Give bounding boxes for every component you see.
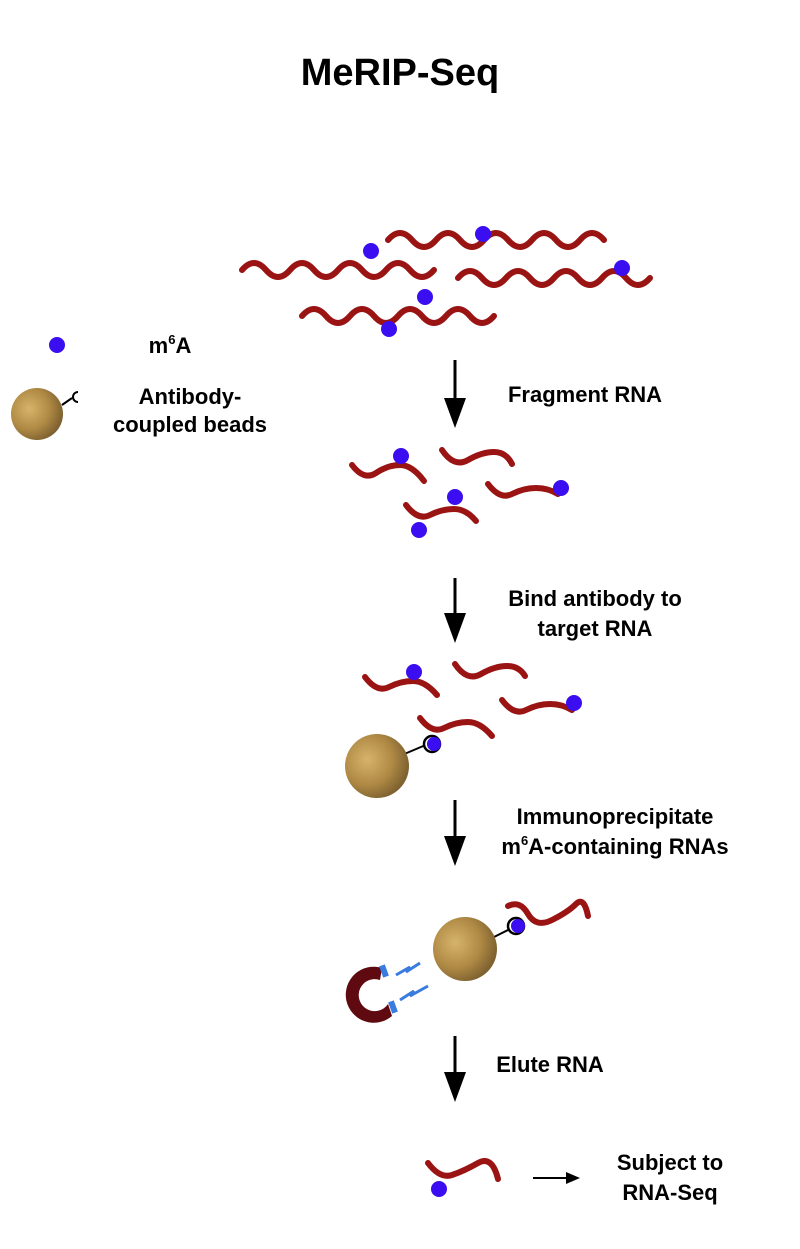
rna-fragment <box>505 898 591 926</box>
fragmented-rna-group <box>349 447 569 538</box>
rna-fragment <box>417 715 495 739</box>
m6a-dot <box>475 226 491 242</box>
m6a-dot <box>553 480 569 496</box>
spark-icon <box>395 961 421 977</box>
spark-icon <box>399 984 429 1002</box>
immunoprecipitation-group <box>345 898 591 1023</box>
rna-fragment <box>362 674 440 698</box>
m6a-dot <box>363 243 379 259</box>
m6a-dot <box>427 737 441 751</box>
legend-m6a-label: m6A <box>148 332 192 358</box>
step-immunoprecipitate-label: Immunoprecipitate m6A-containing RNAs <box>470 802 760 862</box>
rna-fragment <box>439 447 515 467</box>
rna-strand <box>385 230 607 250</box>
rna-fragment <box>499 697 575 715</box>
magnetic-bead <box>433 917 497 981</box>
step-elute-label: Elute RNA <box>496 1052 604 1077</box>
arrow-down-icon <box>444 578 466 643</box>
antibody-bead <box>345 734 409 798</box>
full-length-rna-group <box>239 226 653 337</box>
legend-m6a-dot <box>49 337 65 353</box>
m6a-dot <box>614 260 630 276</box>
rna-fragment <box>452 661 528 680</box>
rna-fragment <box>349 461 427 484</box>
m6a-dot <box>447 489 463 505</box>
arrow-right-icon <box>533 1172 580 1184</box>
arrow-down-icon <box>444 800 466 866</box>
m6a-dot <box>381 321 397 337</box>
step-fragment-label: Fragment RNA <box>507 382 662 407</box>
rna-fragment <box>425 1158 501 1182</box>
rna-fragment <box>403 502 479 524</box>
m6a-dot <box>431 1181 447 1197</box>
m6a-dot <box>417 289 433 305</box>
magnet-icon <box>345 966 392 1023</box>
m6a-dot <box>511 919 525 933</box>
m6a-dot <box>411 522 427 538</box>
step-immunoprecipitate-line2: m6A-containing RNAs <box>501 833 729 859</box>
final-step-label: Subject to RNA-Seq <box>616 1150 724 1205</box>
rna-strand <box>299 306 497 326</box>
diagram-title: MeRIP-Seq <box>300 52 500 94</box>
antibody-binding-group <box>345 661 582 798</box>
arrow-down-icon <box>444 1036 466 1102</box>
m6a-dot <box>393 448 409 464</box>
legend-beads-label: Antibody- coupled beads <box>112 384 268 437</box>
m6a-dot <box>566 695 582 711</box>
eluted-rna-group <box>425 1158 501 1197</box>
step-bind-label: Bind antibody to target RNA <box>508 586 682 641</box>
rna-strand <box>239 260 437 280</box>
arrow-down-icon <box>444 360 466 428</box>
rna-fragment <box>485 481 561 499</box>
legend-bead <box>11 388 79 440</box>
m6a-dot <box>406 664 422 680</box>
